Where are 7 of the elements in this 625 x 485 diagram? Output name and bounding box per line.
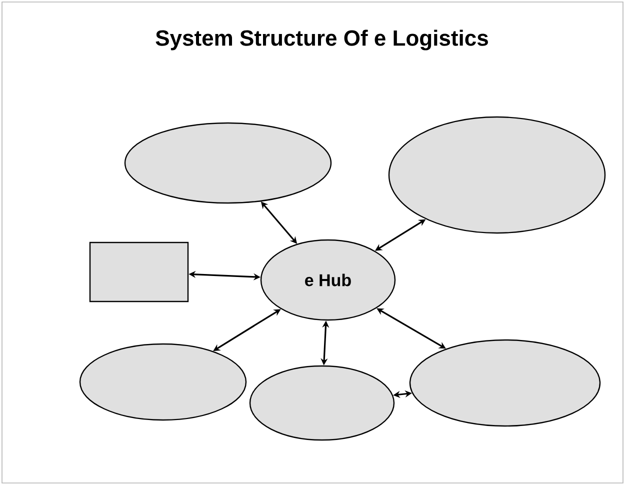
ellipse-node: [388, 116, 606, 234]
ellipse-node: [124, 122, 332, 204]
title: System Structure Of e Logistics: [156, 30, 488, 50]
ellipse-node: [249, 365, 395, 441]
ellipse-node: [79, 343, 247, 421]
ellipse-node: [409, 339, 601, 427]
box-node: [89, 242, 189, 302]
